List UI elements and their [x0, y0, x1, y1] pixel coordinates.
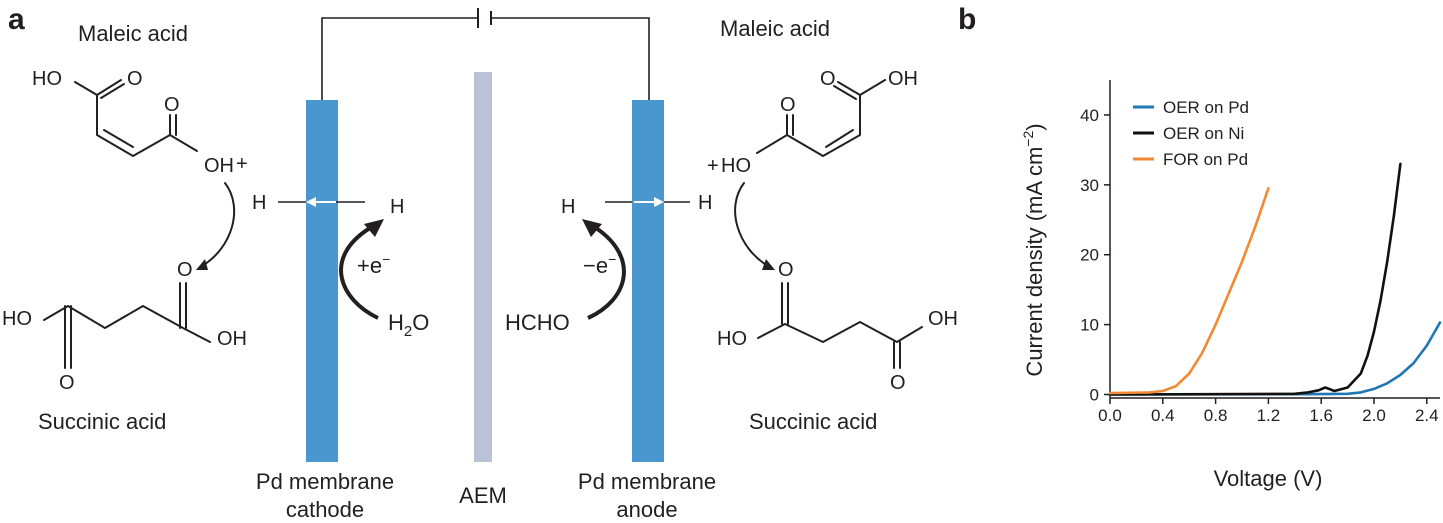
atom-ho: HO: [2, 308, 32, 330]
chart-voltage-current: 0.0 0.4 0.8 1.2 1.6 2.0 2.4 0 10 20 30 40 OER on Pd…: [1020, 80, 1442, 491]
arrowhead-icon: [762, 259, 775, 270]
legend-entry: OER on Pd: [1163, 98, 1249, 117]
atom-oh: OH: [888, 68, 918, 90]
right-transfer-arrowhead-icon: [654, 197, 664, 207]
x-tick-label: 0.8: [1204, 406, 1228, 425]
series-line-2: [1108, 187, 1270, 395]
panel-b-label: b: [958, 3, 976, 36]
pd-membrane-anode: [632, 100, 664, 462]
legend-entry: FOR on Pd: [1163, 150, 1248, 169]
atom-o: O: [778, 259, 794, 281]
y-axis-label: Current density (mA cm−2): [1020, 123, 1047, 376]
x-axis-label: Voltage (V): [1214, 466, 1323, 491]
water-label: H2O: [388, 310, 429, 340]
left-transfer-arrowhead-icon: [306, 197, 316, 207]
atom-oh: OH: [217, 328, 247, 350]
atom-o: O: [890, 372, 906, 394]
atom-ho: HO: [32, 68, 62, 90]
cathode-label-line1: Pd membrane: [256, 469, 394, 494]
legend-entry: OER on Ni: [1163, 124, 1244, 143]
chart-axes: 0.0 0.4 0.8 1.2 1.6 2.0 2.4 0 10 20 30 40: [1080, 80, 1440, 425]
series-line-0: [1108, 321, 1442, 396]
formaldehyde-label: HCHO: [505, 310, 570, 335]
arrowhead-icon: [196, 259, 208, 270]
atom-o: O: [820, 68, 836, 90]
right-h-migrated: H: [561, 196, 575, 218]
left-maleic-acid-label: Maleic acid: [78, 21, 188, 46]
y-tick-label: 40: [1080, 106, 1099, 125]
plus-sign: +: [707, 155, 719, 177]
left-reduction-arrow: [339, 226, 379, 320]
left-maleic-acid-structure: HO O O OH +: [32, 68, 248, 177]
right-h-membrane: H: [698, 192, 712, 214]
series-line-1: [1108, 162, 1402, 396]
chart-series: [1108, 162, 1442, 396]
atom-oh: OH: [928, 308, 958, 330]
y-tick-label: 10: [1080, 316, 1099, 335]
y-tick-label: 0: [1090, 386, 1099, 405]
right-oxidation-arrowhead-icon: [582, 219, 602, 237]
right-electron-label: −e−: [583, 251, 616, 278]
atom-o: O: [59, 372, 75, 394]
plus-sign: +: [236, 153, 248, 175]
left-hydrogenation-arrow: [201, 182, 236, 267]
right-maleic-acid-structure: + HO O O OH: [707, 68, 918, 177]
right-maleic-acid-label: Maleic acid: [720, 16, 830, 41]
external-circuit: [321, 8, 650, 100]
x-tick-label: 0.0: [1098, 406, 1122, 425]
right-hydrogenation-arrow: [734, 182, 769, 267]
aem-label: AEM: [459, 483, 507, 508]
left-succinic-acid-structure: HO O O OH: [2, 259, 247, 394]
y-tick-label: 30: [1080, 176, 1099, 195]
left-electron-label: +e−: [357, 251, 390, 278]
atom-o: O: [164, 94, 180, 116]
right-succinic-acid-label: Succinic acid: [749, 409, 877, 434]
atom-o: O: [780, 94, 796, 116]
left-h-migrated: H: [390, 196, 404, 218]
right-oxidation-arrow: [587, 226, 626, 320]
x-tick-label: 2.0: [1362, 406, 1386, 425]
anode-label-line1: Pd membrane: [578, 469, 716, 494]
chart-legend: OER on Pd OER on Ni FOR on Pd: [1133, 98, 1249, 169]
left-succinic-acid-label: Succinic acid: [38, 409, 166, 434]
atom-ho: HO: [721, 155, 751, 177]
left-reduction-arrowhead-icon: [364, 219, 384, 237]
x-tick-label: 1.6: [1309, 406, 1333, 425]
anode-label-line2: anode: [616, 497, 677, 522]
x-tick-label: 1.2: [1257, 406, 1281, 425]
atom-ho: HO: [717, 328, 747, 350]
x-tick-label: 0.4: [1151, 406, 1175, 425]
atom-o: O: [127, 68, 143, 90]
left-h-membrane: H: [252, 192, 266, 214]
y-tick-label: 20: [1080, 246, 1099, 265]
atom-o: O: [177, 259, 193, 281]
x-tick-label: 2.4: [1415, 406, 1439, 425]
aem-separator: [474, 72, 492, 462]
right-succinic-acid-structure: O HO OH O: [717, 259, 958, 394]
cathode-label-line2: cathode: [286, 497, 364, 522]
panel-a-label: a: [8, 3, 25, 36]
pd-membrane-cathode: [306, 100, 338, 462]
atom-oh: OH: [204, 155, 234, 177]
